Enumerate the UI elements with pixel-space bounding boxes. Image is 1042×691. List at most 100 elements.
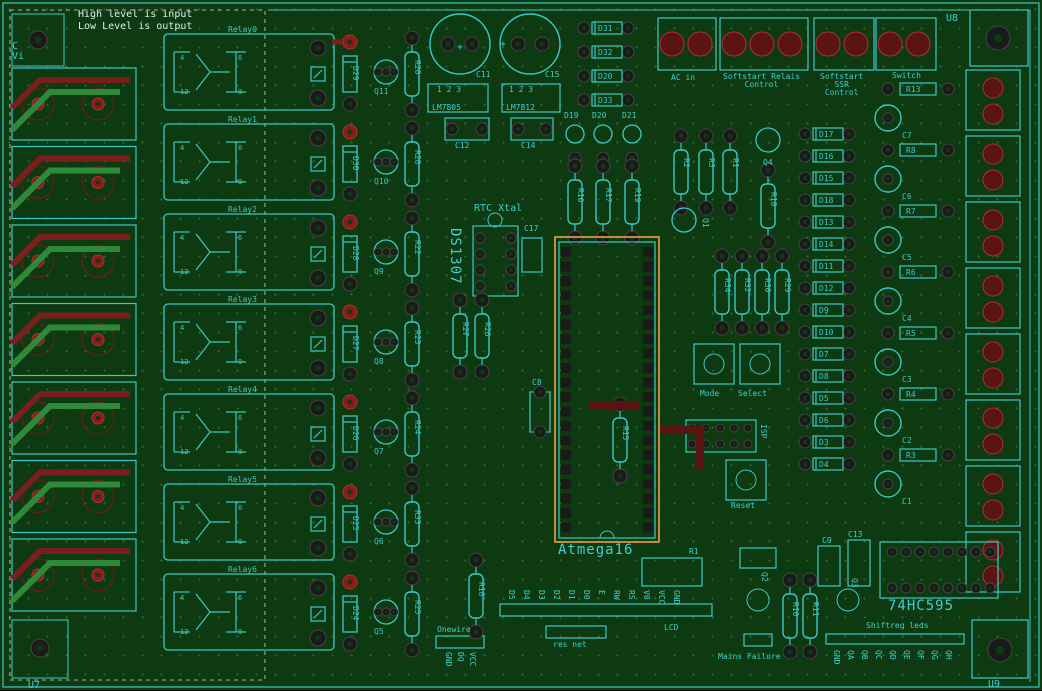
lcd-pin-label: D3 — [537, 590, 546, 600]
pad-hole — [732, 442, 736, 446]
pad-hole — [409, 485, 415, 491]
terminal-screw — [81, 87, 115, 121]
pad-hole — [704, 426, 708, 430]
diode-col-label: D16 — [819, 152, 834, 161]
cap-c17 — [521, 237, 543, 273]
diode-col — [812, 149, 844, 163]
terminal-screw — [21, 558, 55, 592]
terminal-right-pad — [982, 473, 1004, 495]
diode-col-label: D17 — [819, 130, 834, 139]
pad-hole — [315, 365, 321, 371]
pad-hole — [384, 70, 388, 74]
relay-outline — [163, 483, 335, 561]
cap-c9 — [817, 545, 841, 587]
button — [739, 343, 781, 385]
cap-col — [874, 348, 902, 376]
resistor-r10-label: R10 — [791, 602, 800, 617]
connector-bottom-left — [11, 619, 69, 679]
pad-hole — [473, 557, 479, 563]
pad-hole — [376, 610, 380, 614]
relay-pin: 9 — [238, 538, 242, 546]
label-q1: Q1 — [701, 218, 710, 228]
relay-transistor-label: Q9 — [374, 267, 384, 276]
resistor-r27-label: R27 — [461, 322, 470, 337]
diode-col-label: D8 — [819, 372, 829, 381]
note-input: High level is input — [78, 9, 193, 20]
terminal-screw — [81, 165, 115, 200]
cap-c15 — [499, 13, 561, 75]
pad-hole — [918, 550, 922, 554]
bank-resistor — [774, 269, 790, 315]
res-col-label: R5 — [906, 329, 916, 338]
cap-c13 — [847, 539, 871, 587]
pad-hole — [727, 205, 733, 211]
res-col — [899, 204, 937, 218]
top-diode-label: D32 — [598, 48, 613, 57]
pad-hole — [945, 391, 951, 397]
terminal-screw — [21, 479, 55, 514]
resistor-r18-bottom-label: R18 — [477, 582, 486, 597]
pad-hole — [846, 131, 852, 137]
mcu-pin — [643, 247, 653, 257]
terminal-screw — [21, 165, 55, 200]
trace — [9, 560, 120, 604]
mcu-pin — [643, 348, 653, 359]
pad-hole — [509, 236, 513, 240]
mcu-pin — [561, 290, 571, 301]
res-col — [899, 448, 937, 462]
relay-pin: 12 — [180, 178, 188, 186]
pad-hole — [802, 131, 808, 137]
mid-resistor-label: R3 — [707, 158, 716, 168]
pad-hole — [945, 208, 951, 214]
pad-hole — [315, 585, 321, 591]
pad-hole — [315, 315, 321, 321]
pad-hole — [932, 586, 936, 590]
label-reg2-pins: 1 2 3 — [509, 85, 534, 94]
diode-col-label: D14 — [819, 240, 834, 249]
relay-label: Relay2 — [228, 205, 257, 214]
label-c15: C15 — [545, 70, 560, 79]
label-res-net: res net — [553, 640, 587, 649]
relay-diode — [342, 415, 358, 453]
diode-col — [812, 193, 844, 207]
relay-diode — [342, 55, 358, 93]
relay-outline — [163, 573, 335, 651]
bank-resistor-label: R30 — [763, 278, 772, 293]
trace — [9, 469, 130, 503]
relay-resistor-label: R22 — [413, 240, 422, 255]
pad-hole — [993, 33, 1003, 43]
pad-hole — [445, 41, 451, 47]
header-u8: U8 — [946, 13, 959, 24]
relay-resistor-label: R23 — [413, 330, 422, 345]
label-ds1307: DS1307 — [447, 228, 463, 285]
diode-col-label: D13 — [819, 218, 834, 227]
trace — [9, 481, 120, 525]
mcu-pin — [561, 247, 571, 257]
mid-resistor — [698, 149, 714, 195]
label-r1: R1 — [689, 547, 699, 556]
mcu-pin — [561, 276, 571, 286]
header-left-top: C Vi — [12, 41, 25, 62]
pad-hole — [384, 160, 388, 164]
label-d21: D21 — [622, 111, 637, 120]
label-q3: Q3 — [850, 578, 859, 588]
pad-hole — [315, 405, 321, 411]
note-output: Low Level is output — [78, 21, 193, 32]
pad-hole — [802, 175, 808, 181]
pad-hole — [347, 371, 353, 377]
button-cap — [703, 353, 725, 375]
pad-hole — [625, 49, 631, 55]
mcu-pin — [561, 261, 571, 272]
pad-hole — [409, 197, 415, 203]
trace — [9, 77, 130, 111]
pad-hole — [625, 97, 631, 103]
relay-pin: 4 — [180, 324, 184, 332]
diode-col-label: D10 — [819, 328, 834, 337]
mcu-pin — [561, 348, 571, 359]
pad-hole — [988, 586, 992, 590]
pad-hole — [886, 177, 890, 181]
led — [622, 124, 642, 144]
pad-hole — [945, 452, 951, 458]
regulator-lm7805 — [427, 83, 489, 113]
